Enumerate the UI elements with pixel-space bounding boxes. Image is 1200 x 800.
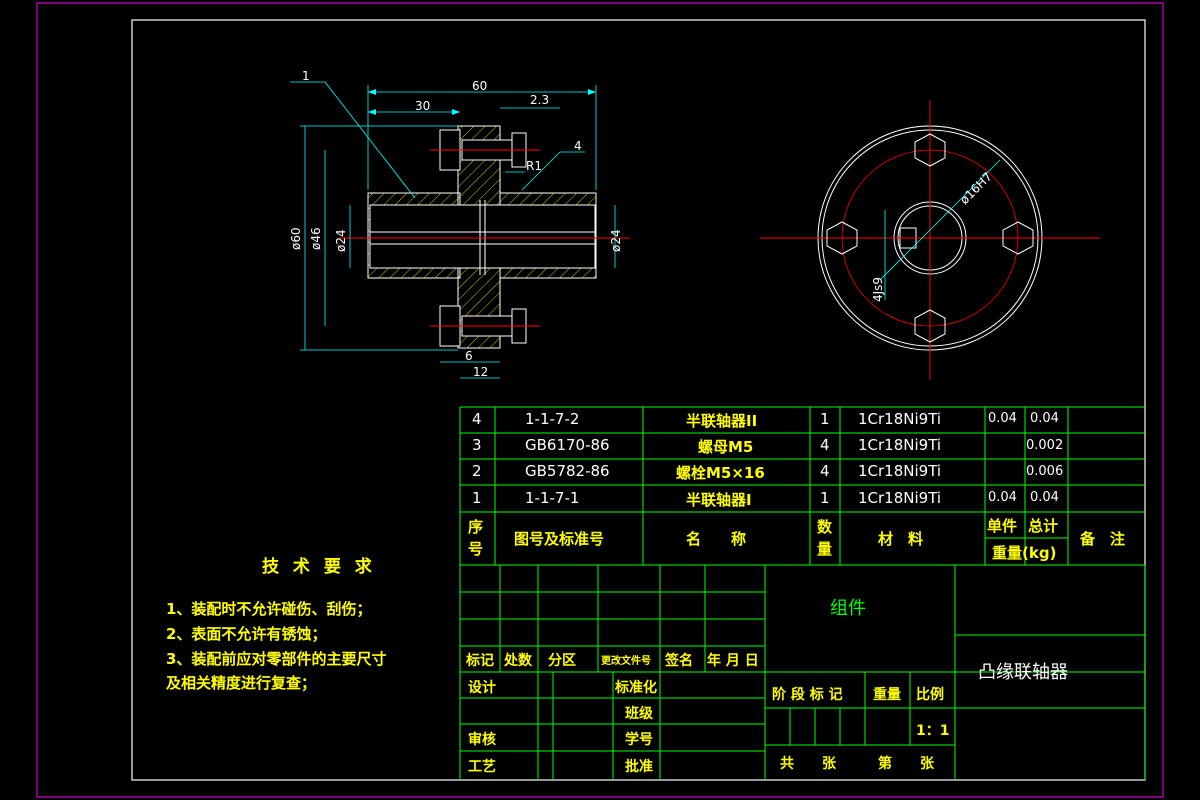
part-total-mass: 0.04	[1030, 490, 1059, 505]
header-remark: 备 注	[1080, 530, 1126, 548]
label-design: 设计	[468, 680, 496, 696]
dim-bolt-circle: ø46	[309, 227, 323, 250]
label-class: 班级	[625, 706, 653, 722]
part-no: 3	[472, 436, 482, 454]
dim-bore-fit: ø16H7	[957, 169, 995, 207]
part-code: GB5782-86	[525, 462, 610, 480]
label-mark: 标记	[466, 653, 494, 669]
part-code: 1-1-7-2	[525, 410, 580, 428]
dim-flange-offset: 2.3	[530, 93, 549, 107]
header-qty: 数量	[817, 518, 833, 558]
dim-bore-right: ø24	[609, 229, 623, 252]
drawing-border	[131, 19, 1146, 781]
callout-1: 1	[302, 69, 310, 83]
part-no: 1	[472, 489, 482, 507]
label-date: 年 月 日	[707, 653, 759, 669]
part-name: 螺栓M5×16	[676, 464, 765, 482]
label-process: 工艺	[468, 759, 496, 775]
header-code: 图号及标准号	[514, 530, 605, 548]
label-sheet-no: 第 张	[878, 756, 934, 772]
part-qty: 1	[820, 410, 830, 428]
part-total-mass: 0.002	[1026, 438, 1064, 453]
header-unit-mass: 单件	[987, 517, 1018, 535]
dim-flange-dia: ø60	[289, 227, 303, 250]
header-material: 材 料	[878, 530, 924, 548]
label-student-id: 学号	[625, 732, 653, 748]
label-total-sheets: 共 张	[780, 756, 836, 772]
dim-half-length: 30	[415, 99, 430, 113]
tech-requirement-2: 2、表面不允许有锈蚀；	[166, 625, 327, 643]
part-material: 1Cr18Ni9Ti	[858, 489, 942, 507]
drawing-name: 凸缘联轴器	[978, 662, 1068, 683]
label-change-doc: 更改文件号	[601, 656, 651, 667]
dim-bore-left: ø24	[334, 229, 348, 252]
part-total-mass: 0.006	[1026, 464, 1064, 479]
part-name: 螺母M5	[698, 438, 754, 456]
header-no: 序号	[468, 518, 484, 558]
callout-4: 4	[574, 139, 582, 153]
header-mass-unit: 重量(kg)	[992, 544, 1057, 562]
header-total-mass: 总计	[1028, 517, 1059, 535]
dim-fillet: R1	[526, 159, 542, 173]
part-code: 1-1-7-1	[525, 489, 580, 507]
part-qty: 4	[820, 462, 830, 480]
end-view	[760, 100, 1100, 380]
parts-list-grid	[459, 406, 1146, 780]
tech-requirement-3: 3、装配前应对零部件的主要尺寸	[166, 650, 387, 668]
part-material: 1Cr18Ni9Ti	[858, 436, 942, 454]
dim-keyway: 4Js9	[871, 277, 885, 302]
label-standard: 标准化	[615, 680, 657, 696]
dim-overall-length: 60	[472, 79, 487, 93]
label-scale: 比例	[916, 687, 944, 703]
part-name: 半联轴器II	[686, 412, 758, 430]
label-stage: 阶 段 标 记	[772, 687, 843, 703]
section-view	[290, 81, 630, 379]
label-review: 审核	[468, 732, 496, 748]
label-count: 处数	[504, 653, 532, 669]
label-weight: 重量	[873, 687, 901, 703]
label-zone: 分区	[548, 653, 576, 669]
scale-value: 1：1	[916, 723, 950, 739]
label-approve: 批准	[625, 759, 653, 775]
part-material: 1Cr18Ni9Ti	[858, 410, 942, 428]
header-name: 名 称	[686, 530, 747, 548]
part-unit-mass: 0.04	[988, 411, 1017, 426]
tech-requirement-1: 1、装配时不允许碰伤、刮伤；	[166, 600, 372, 618]
part-no: 2	[472, 462, 482, 480]
part-qty: 1	[820, 489, 830, 507]
part-total-mass: 0.04	[1030, 411, 1059, 426]
part-material: 1Cr18Ni9Ti	[858, 462, 942, 480]
label-sign: 签名	[665, 653, 693, 669]
dim-bolt-len: 6	[465, 349, 473, 363]
tech-requirements-title: 技 术 要 求	[262, 557, 376, 577]
tech-requirement-4: 及相关精度进行复查；	[166, 674, 317, 692]
part-code: GB6170-86	[525, 436, 610, 454]
part-unit-mass: 0.04	[988, 490, 1017, 505]
dim-bolt-span: 12	[473, 365, 488, 379]
part-no: 4	[472, 410, 482, 428]
part-name: 半联轴器I	[686, 491, 752, 509]
part-qty: 4	[820, 436, 830, 454]
assembly-label: 组件	[830, 598, 866, 619]
outer-trim-frame	[36, 2, 1164, 798]
